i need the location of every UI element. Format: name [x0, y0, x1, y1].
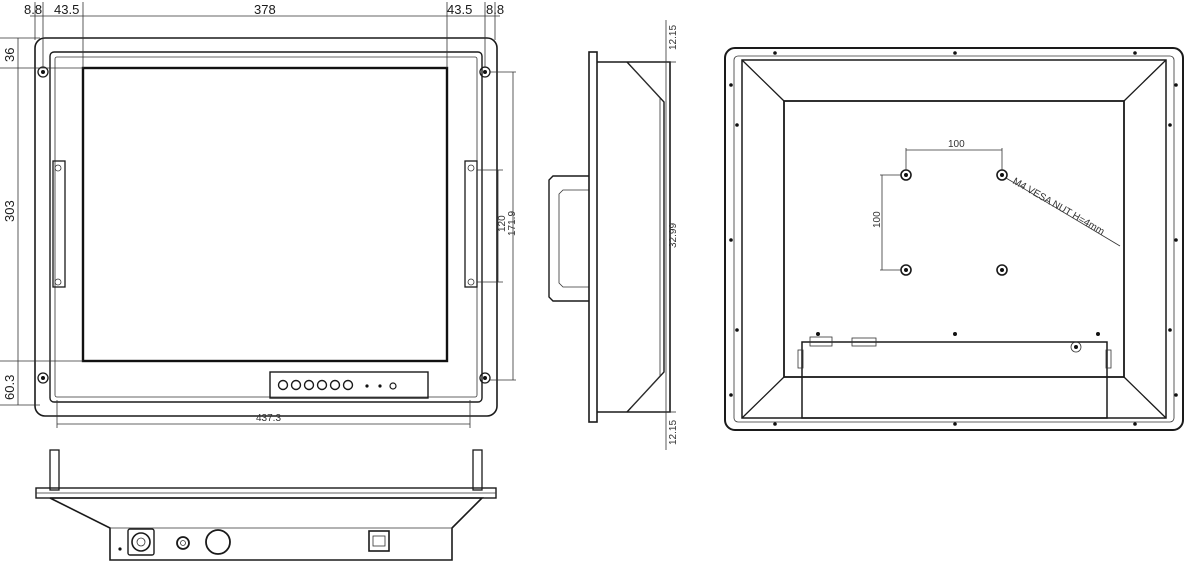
rim-screw	[1174, 83, 1178, 87]
front-bezel	[49, 51, 483, 403]
dim-top-height: 36	[2, 48, 17, 62]
rear-view: 100 100 M4 VESA NUT H=4mm	[724, 47, 1184, 431]
bottom-connectors	[118, 528, 390, 556]
dim-side-top: 12.15	[668, 25, 679, 50]
rim-screw	[1174, 393, 1178, 397]
front-round-button	[342, 379, 354, 391]
rim-screw	[1133, 51, 1137, 55]
rim-screw	[1168, 123, 1172, 127]
bottom-body	[49, 497, 484, 561]
front-dimensions-top: 8.8 43.5 378 43.5 8.8	[24, 2, 504, 68]
dim-handle-height: 120	[497, 215, 508, 232]
rear-bezel	[741, 59, 1167, 419]
rim-screw	[729, 83, 733, 87]
front-indicator-dot	[389, 382, 397, 390]
dim-handle-outer: 171.9	[507, 211, 518, 236]
dim-side-bottom: 12.15	[668, 420, 679, 445]
dim-left-bezel: 43.5	[54, 2, 79, 17]
rim-screw	[729, 238, 733, 242]
audio-jack-icon	[176, 536, 190, 550]
rear-outer-frame	[724, 47, 1184, 431]
front-buttons	[277, 379, 397, 391]
bottom-post-left	[49, 449, 60, 491]
side-view: 12.15 32.99 12.15	[548, 20, 679, 450]
rim-screw	[773, 51, 777, 55]
rim-screw	[773, 422, 777, 426]
front-round-button	[277, 379, 289, 391]
vesa-holes	[900, 169, 1008, 276]
front-handle-left	[52, 160, 66, 288]
bottom-post-right	[472, 449, 483, 491]
rim-screw	[953, 51, 957, 55]
power-connector-icon	[127, 528, 155, 556]
ethernet-port-icon	[368, 530, 390, 552]
front-round-button	[303, 379, 315, 391]
rim-screw	[1168, 328, 1172, 332]
front-outer-frame	[34, 37, 498, 417]
dim-right-bezel: 43.5	[447, 2, 472, 17]
rim-screw	[1174, 238, 1178, 242]
dim-bottom-height: 60.3	[2, 375, 17, 400]
front-screen	[81, 66, 449, 363]
vesa-note: M4 VESA NUT H=4mm	[1011, 176, 1107, 238]
rim-screw	[729, 393, 733, 397]
dim-left-margin: 8.8	[24, 2, 42, 17]
rim-screw	[735, 328, 739, 332]
front-dimensions-left: 36 303 60.3	[0, 37, 83, 406]
side-body	[597, 61, 671, 413]
rear-connector-box	[801, 341, 1108, 419]
dim-right-margin: 8.8	[486, 2, 504, 17]
front-indicator-dot	[378, 384, 382, 388]
side-handle	[548, 175, 589, 302]
dim-screen-height: 303	[2, 200, 17, 222]
front-round-button	[316, 379, 328, 391]
rim-screw	[953, 422, 957, 426]
front-screws	[37, 66, 491, 384]
rim-screw	[735, 123, 739, 127]
front-indicator-dot	[365, 384, 369, 388]
dim-side-depth: 32.99	[668, 223, 679, 248]
rear-inner-panel	[783, 100, 1125, 378]
front-button-panel	[269, 371, 429, 399]
rear-connector-details	[797, 332, 1112, 369]
front-round-button	[290, 379, 302, 391]
front-handle-right	[464, 160, 478, 288]
dim-screen-width: 378	[254, 2, 276, 17]
rear-rim-screws	[729, 51, 1178, 426]
rim-screw	[1133, 422, 1137, 426]
front-view: 8.8 43.5 378 43.5 8.8 36 303 60.3 437.3	[0, 2, 518, 428]
dim-total-width: 437.3	[256, 413, 281, 424]
bottom-view	[35, 449, 497, 561]
front-round-button	[329, 379, 341, 391]
round-port-icon	[205, 529, 231, 555]
dim-vesa-vertical: 100	[872, 211, 883, 228]
front-dimensions-right: 120 171.9	[477, 71, 518, 381]
dim-vesa-horizontal: 100	[948, 139, 965, 150]
front-dimension-bottom: 437.3	[56, 400, 471, 428]
vesa-dimensions: 100 100 M4 VESA NUT H=4mm	[872, 139, 1121, 271]
side-bezel	[588, 51, 598, 423]
